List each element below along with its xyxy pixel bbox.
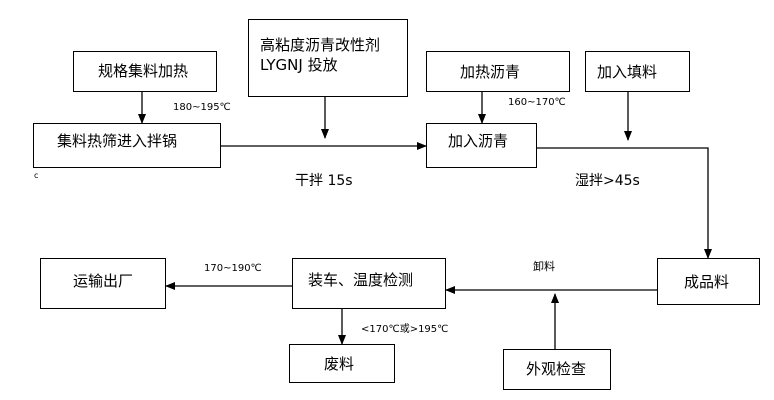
reject-temperature-label: <170℃或>195℃ (361, 324, 449, 335)
binder-line-1: 高粘度沥青改性剂 (260, 36, 381, 54)
transport-box: 运输出厂 (40, 258, 166, 309)
add-asphalt-box: 加入沥青 (426, 123, 537, 168)
waste-box: 废料 (289, 344, 395, 383)
arrow-wet-mix-to-product (537, 147, 712, 259)
stray-mark: c (34, 171, 39, 180)
loading-temperature-check-box: 装车、温度检测 (292, 258, 446, 309)
binder-line-2: LYGNJ 投放 (260, 56, 338, 74)
unload-label: 卸料 (533, 260, 555, 273)
asphalt-temperature-label: 160~170℃ (508, 97, 566, 108)
transport-temperature-label: 170~190℃ (204, 263, 262, 274)
visual-check-box: 外观检查 (503, 349, 611, 390)
aggregate-screening-box: 集料热筛进入拌锅 (33, 123, 221, 168)
add-filler-box: 加入填料 (585, 51, 690, 92)
wet-mix-label: 湿拌>45s (575, 173, 640, 189)
asphalt-heating-box: 加热沥青 (426, 51, 570, 92)
aggregate-heating-box: 规格集料加热 (73, 51, 217, 92)
aggregate-temperature-label: 180~195℃ (173, 102, 231, 113)
finished-product-box: 成品料 (657, 258, 760, 305)
dry-mix-label: 干拌 15s (295, 173, 353, 189)
binder-addition-box: 高粘度沥青改性剂 LYGNJ 投放 (248, 19, 408, 97)
